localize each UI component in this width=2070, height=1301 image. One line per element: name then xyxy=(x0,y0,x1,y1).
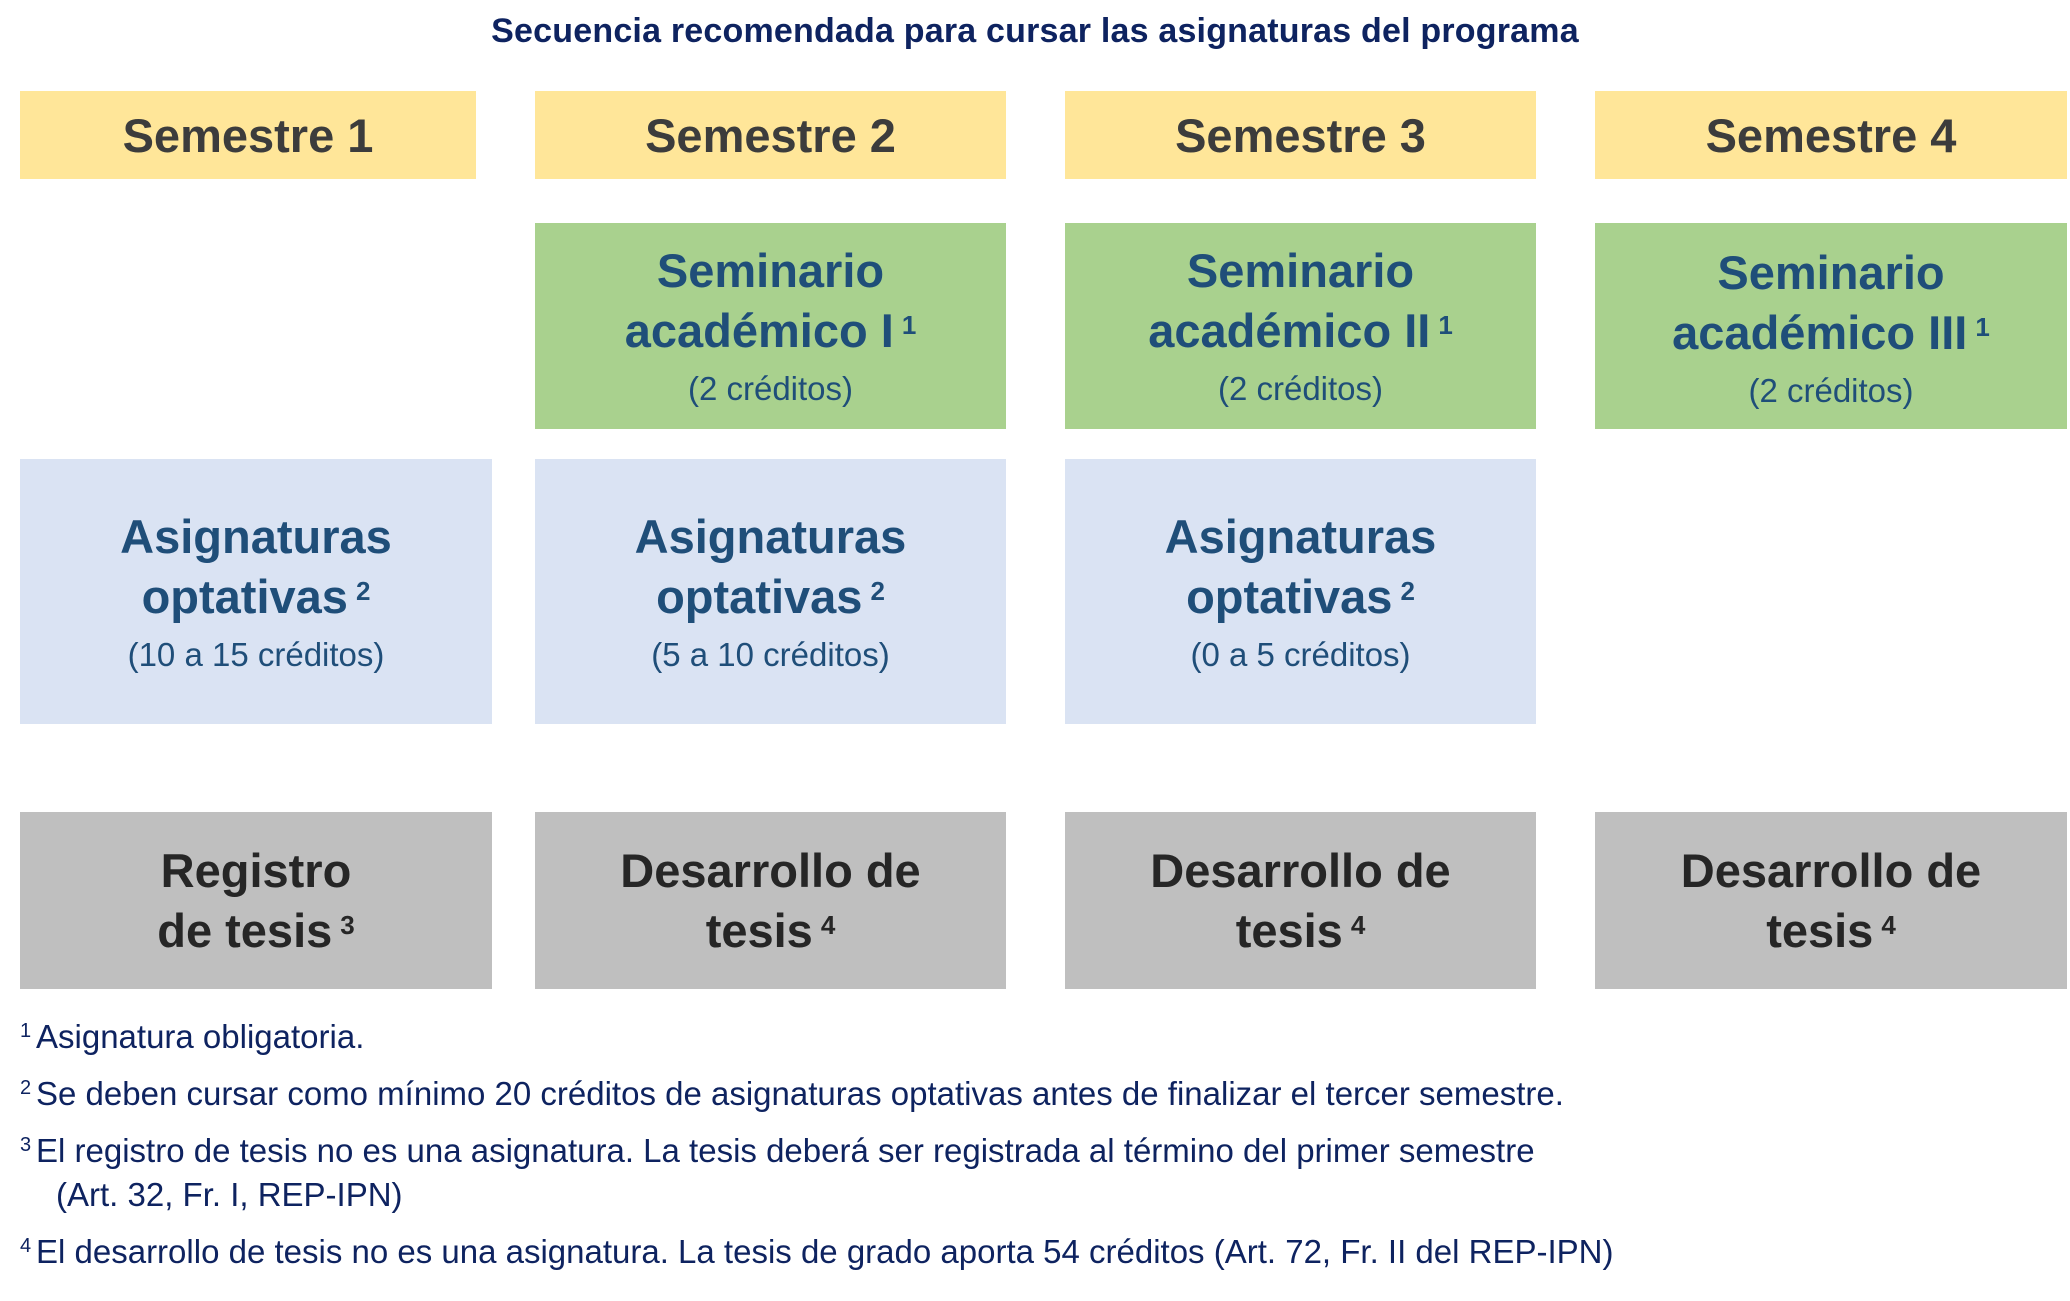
footnote-ref: 4 xyxy=(1881,909,1896,940)
footnote-4: 4 El desarrollo de tesis no es una asign… xyxy=(20,1230,2060,1274)
footnotes: 1 Asignatura obligatoria. 2 Se deben cur… xyxy=(20,1015,2060,1287)
electives-credits: (0 a 5 créditos) xyxy=(1190,635,1411,673)
seminar-credits: (2 créditos) xyxy=(687,370,854,407)
seminar-credits: (2 créditos) xyxy=(1217,370,1384,407)
semester-2-header: Semestre 2 xyxy=(535,91,1006,179)
footnote-ref: 4 xyxy=(820,909,836,940)
electives-title-line1: Asignaturas xyxy=(120,509,392,563)
footnote-continuation: (Art. 32, Fr. I, REP-IPN) xyxy=(56,1176,403,1213)
electives-title-line1: Asignaturas xyxy=(1164,509,1437,563)
electives-title-line1: Asignaturas xyxy=(634,509,907,563)
footnote-ref: 4 xyxy=(1350,909,1366,940)
semester-4-header: Semestre 4 xyxy=(1595,91,2067,179)
thesis-title-line1: Desarrollo de xyxy=(1150,843,1451,897)
electives-credits: (10 a 15 créditos) xyxy=(127,635,385,673)
footnote-ref: 1 xyxy=(901,310,917,340)
footnote-number: 4 xyxy=(20,1235,32,1257)
semester-1-header: Semestre 1 xyxy=(20,91,476,179)
footnote-ref: 1 xyxy=(1975,312,1990,342)
footnote-number: 3 xyxy=(20,1134,32,1156)
footnote-text: El desarrollo de tesis no es una asignat… xyxy=(36,1233,1614,1270)
seminar-title-line1: Seminario xyxy=(1186,244,1415,297)
thesis-title-line1: Desarrollo de xyxy=(1680,843,1982,897)
footnote-ref: 3 xyxy=(340,909,355,940)
diagram-title: Secuencia recomendada para cursar las as… xyxy=(491,12,1579,50)
footnote-text: Se deben cursar como mínimo 20 créditos … xyxy=(36,1075,1564,1112)
footnote-number: 2 xyxy=(20,1077,32,1099)
thesis-title-line1: Desarrollo de xyxy=(620,843,921,897)
semester-3-header: Semestre 3 xyxy=(1065,91,1536,179)
semester-header-label: Semestre 2 xyxy=(645,108,896,162)
footnote-number: 1 xyxy=(20,1020,32,1042)
semester-header-label: Semestre 3 xyxy=(1175,108,1426,162)
footnote-text: Asignatura obligatoria. xyxy=(36,1018,365,1055)
footnote-3: 3 El registro de tesis no es una asignat… xyxy=(20,1129,2060,1217)
footnote-ref: 2 xyxy=(1400,575,1415,606)
footnote-ref: 1 xyxy=(1438,310,1453,340)
footnote-text: El registro de tesis no es una asignatur… xyxy=(36,1132,1535,1169)
footnote-1: 1 Asignatura obligatoria. xyxy=(20,1015,2060,1059)
seminar-title-line1: Seminario xyxy=(656,244,885,297)
footnote-ref: 2 xyxy=(870,575,885,606)
footnote-2: 2 Se deben cursar como mínimo 20 crédito… xyxy=(20,1072,2060,1116)
footnote-ref: 2 xyxy=(355,575,371,606)
electives-credits: (5 a 10 créditos) xyxy=(651,635,890,673)
seminar-credits: (2 créditos) xyxy=(1748,372,1914,409)
semester-header-label: Semestre 4 xyxy=(1705,108,1957,162)
seminar-title-line1: Seminario xyxy=(1717,246,1945,299)
semester-header-label: Semestre 1 xyxy=(122,108,374,162)
thesis-title-line1: Registro xyxy=(160,843,352,897)
